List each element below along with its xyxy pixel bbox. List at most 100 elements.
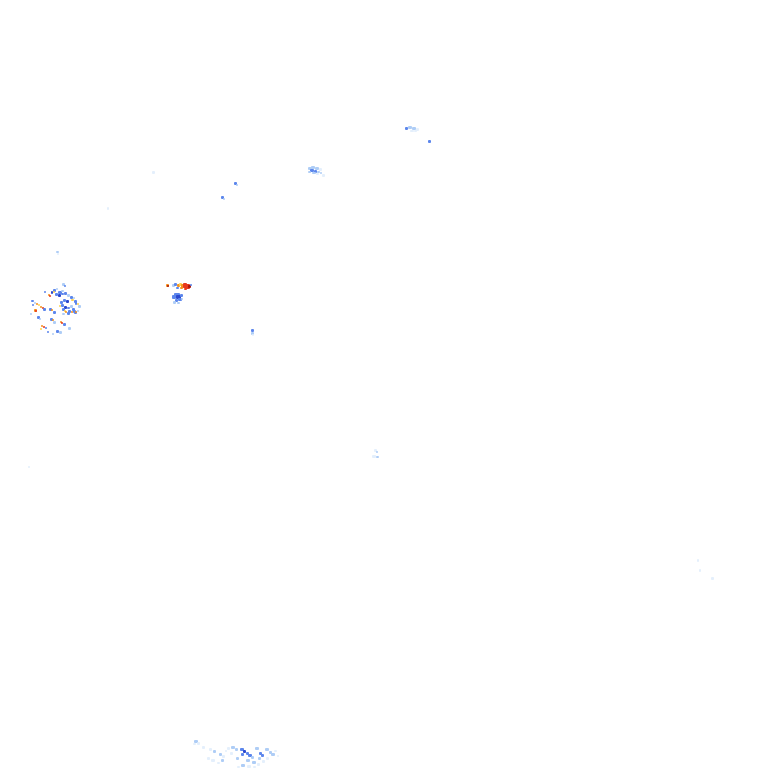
radar-echo-speck <box>73 310 76 313</box>
radar-echo-speck <box>50 318 53 321</box>
radar-echo-speck <box>59 305 61 307</box>
radar-echo-speck <box>234 182 237 185</box>
radar-echo-speck <box>241 764 245 767</box>
radar-echo-speck <box>261 754 264 757</box>
radar-echo-speck <box>230 752 233 755</box>
radar-echo-speck <box>37 316 40 319</box>
radar-echo-speck <box>251 756 254 759</box>
radar-echo-speck <box>58 291 62 294</box>
radar-echo-speck <box>152 171 155 174</box>
radar-echo-speck <box>225 750 227 752</box>
radar-echo-speck <box>416 128 419 131</box>
radar-echo-speck <box>65 311 67 313</box>
radar-echo-speck <box>414 130 417 132</box>
radar-echo-speck <box>167 285 169 287</box>
radar-echo-speck <box>56 251 59 253</box>
radar-echo-speck <box>63 299 66 302</box>
radar-echo-speck <box>314 170 317 173</box>
radar-echo-speck <box>262 760 265 763</box>
radar-echo-speck <box>207 757 210 760</box>
radar-echo-speck <box>236 184 238 186</box>
radar-echo-speck <box>67 294 70 297</box>
radar-echo-speck <box>56 330 59 333</box>
radar-echo-speck <box>428 140 431 143</box>
radar-echo-speck <box>176 287 179 289</box>
radar-echo-speck <box>219 753 222 756</box>
radar-echo-speck <box>271 753 275 756</box>
radar-echo-speck <box>213 750 216 753</box>
radar-echo-speck <box>237 766 240 768</box>
radar-echo-speck <box>172 284 175 287</box>
radar-echo-speck <box>52 319 54 321</box>
radar-echo-speck <box>176 295 181 299</box>
radar-echo-speck <box>74 300 77 303</box>
radar-echo-speck <box>312 172 316 174</box>
radar-echo-speck <box>231 746 235 749</box>
radar-echo-speck <box>711 577 714 580</box>
radar-echo-speck <box>188 285 191 288</box>
radar-echo-speck <box>269 751 272 754</box>
radar-echo-speck <box>53 291 55 293</box>
radar-echo-speck <box>70 305 73 308</box>
radar-echo-speck <box>274 750 277 752</box>
radar-echo-speck <box>246 752 249 755</box>
radar-echo-speck <box>243 750 246 753</box>
radar-echo-speck <box>78 305 81 308</box>
radar-echo-speck <box>252 334 254 336</box>
radar-echo-speck <box>190 284 192 286</box>
radar-echo-speck <box>71 299 74 301</box>
radar-echo-speck <box>175 299 178 302</box>
radar-echo-speck <box>30 313 32 315</box>
radar-echo-speck <box>28 466 30 468</box>
radar-echo-speck <box>184 288 187 290</box>
radar-echo-speck <box>77 310 79 312</box>
radar-echo-speck <box>62 283 65 286</box>
radar-echo-speck <box>60 301 63 304</box>
radar-echo-speck <box>408 126 412 129</box>
radar-echo-speck <box>322 174 325 177</box>
radar-echo-speck <box>251 332 254 335</box>
radar-echo-speck <box>405 127 408 130</box>
radar-echo-speck <box>376 456 379 458</box>
radar-echo-speck <box>174 293 180 296</box>
radar-echo-speck <box>179 283 182 286</box>
radar-echo-speck <box>35 310 37 312</box>
radar-echo-speck <box>53 289 56 292</box>
radar-echo-speck <box>51 291 53 294</box>
radar-echo-speck <box>173 301 176 304</box>
radar-echo-speck <box>63 323 66 326</box>
radar-echo-speck <box>252 761 256 764</box>
radar-echo-speck <box>68 310 71 313</box>
radar-echo-speck <box>257 763 260 766</box>
radar-echo-speck <box>181 298 183 300</box>
radar-echo-speck <box>38 304 40 306</box>
radar-echo-speck <box>57 253 59 255</box>
radar-echo-speck <box>73 297 75 299</box>
radar-echo-speck <box>316 173 319 175</box>
radar-echo-speck <box>376 451 378 453</box>
radar-echo-speck <box>317 171 320 173</box>
radar-echo-speck <box>67 312 70 315</box>
radar-echo-speck <box>180 294 183 297</box>
radar-echo-speck <box>412 127 416 130</box>
radar-echo-speck <box>320 172 322 174</box>
radar-echo-speck <box>68 327 71 330</box>
radar-echo-speck <box>61 322 63 324</box>
radar-echo-speck <box>43 326 45 328</box>
radar-echo-speck <box>251 329 254 332</box>
radar-echo-speck <box>177 302 180 304</box>
radar-echo-speck <box>236 757 239 760</box>
radar-echo-speck <box>31 300 34 302</box>
radar-echo-speck <box>45 327 47 329</box>
radar-echo-speck <box>56 288 58 290</box>
radar-echo-speck <box>64 292 67 295</box>
radar-echo-speck <box>40 328 42 330</box>
radar-echo-speck <box>265 748 269 751</box>
radar-echo-speck <box>259 752 262 755</box>
radar-echo-speck <box>241 753 244 756</box>
radar-echo-speck <box>172 295 176 299</box>
radar-echo-speck <box>374 449 377 452</box>
radar-echo-speck <box>209 748 212 751</box>
radar-echo-speck <box>75 311 77 313</box>
